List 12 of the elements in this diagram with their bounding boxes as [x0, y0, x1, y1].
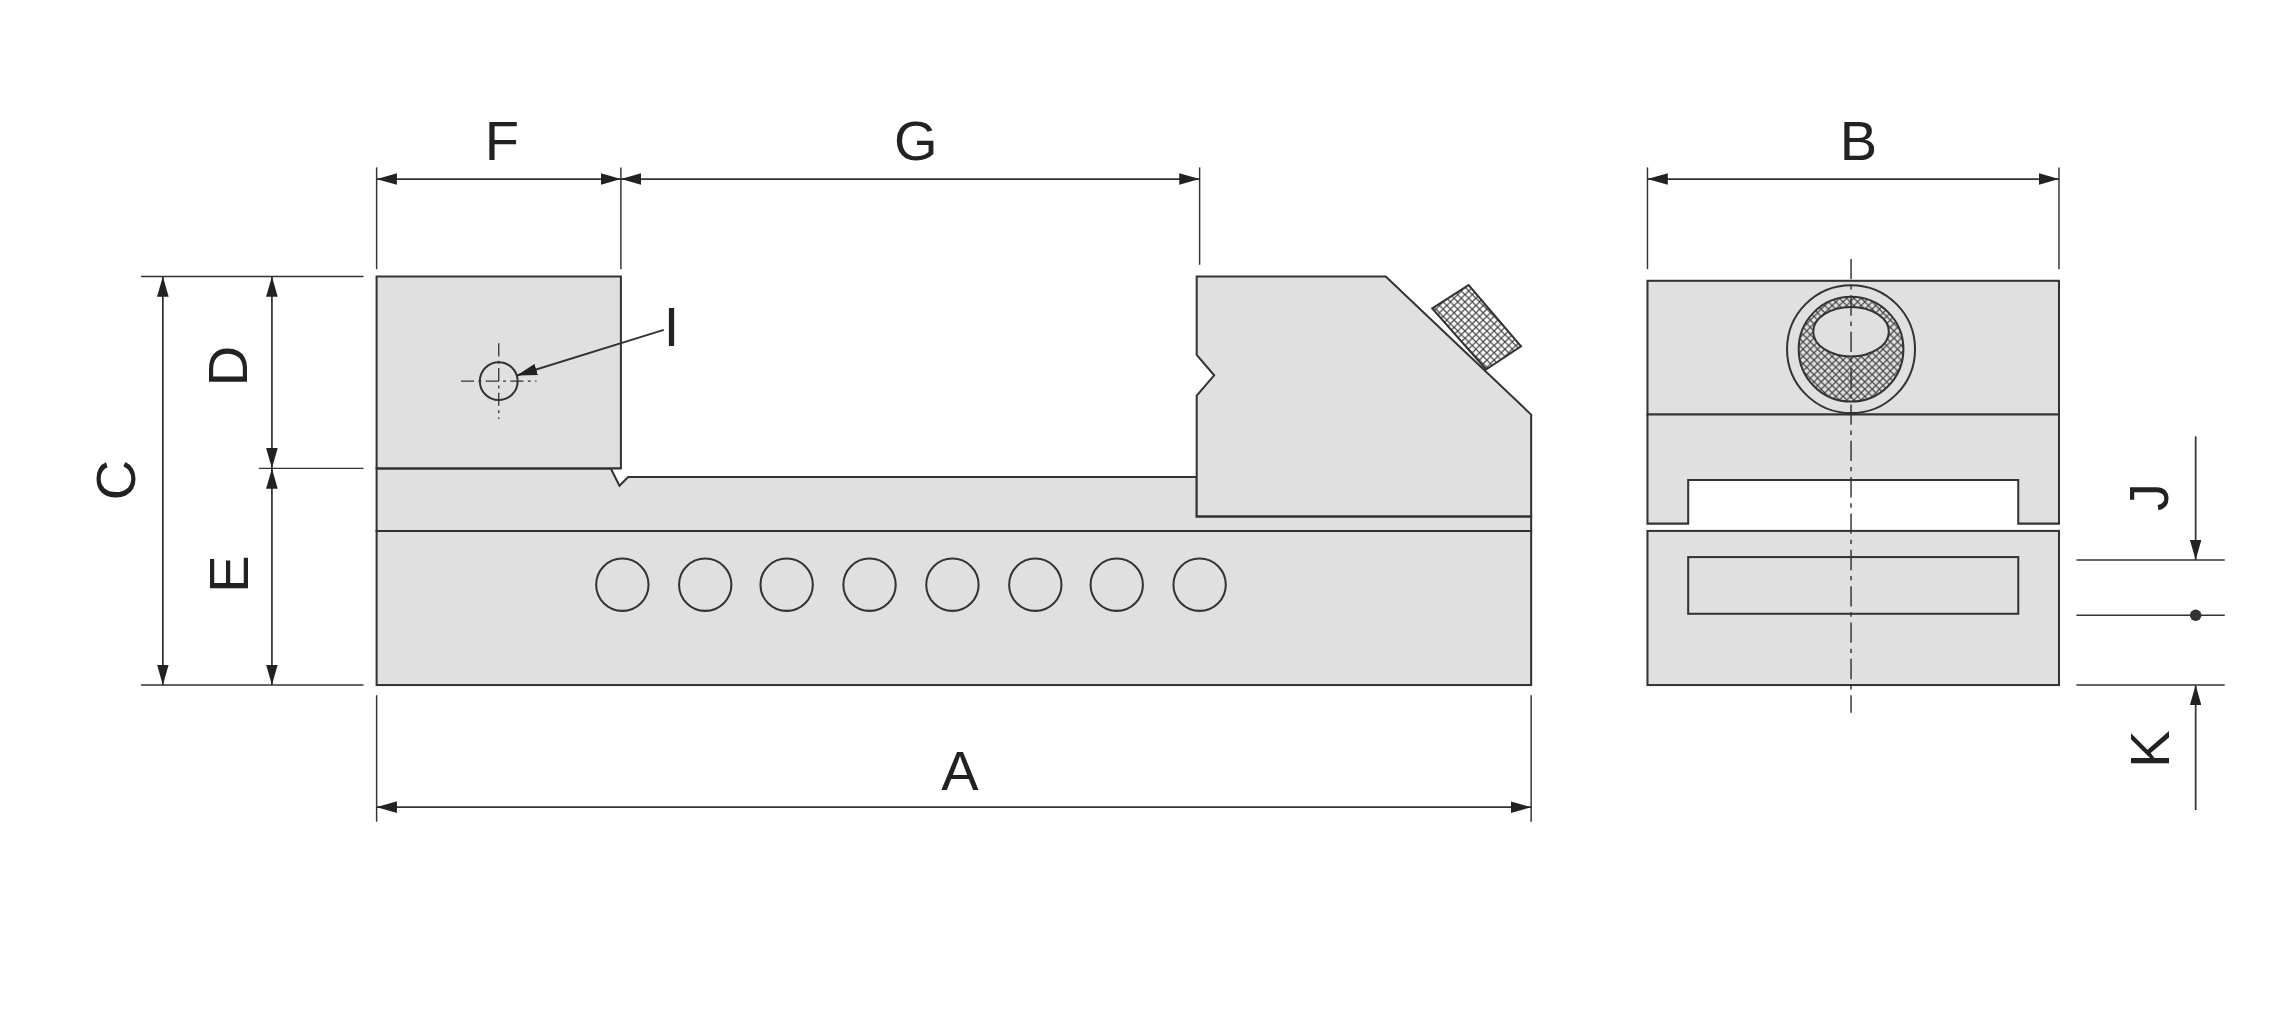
dimension-letter: J [2121, 483, 2178, 512]
dimension-letter: D [200, 346, 257, 387]
dimension-letter: E [200, 555, 257, 594]
mounting-hole [460, 342, 538, 420]
dimension-letter: C [88, 459, 145, 501]
dimension-letter: G [894, 113, 938, 170]
dimension-letter: A [941, 742, 979, 799]
dimension-letter: B [1839, 113, 1878, 170]
callout-letter: I [663, 299, 680, 356]
dimension-letter: K [2121, 730, 2178, 768]
dimension-letter: F [484, 113, 519, 170]
leader-line [515, 328, 665, 377]
